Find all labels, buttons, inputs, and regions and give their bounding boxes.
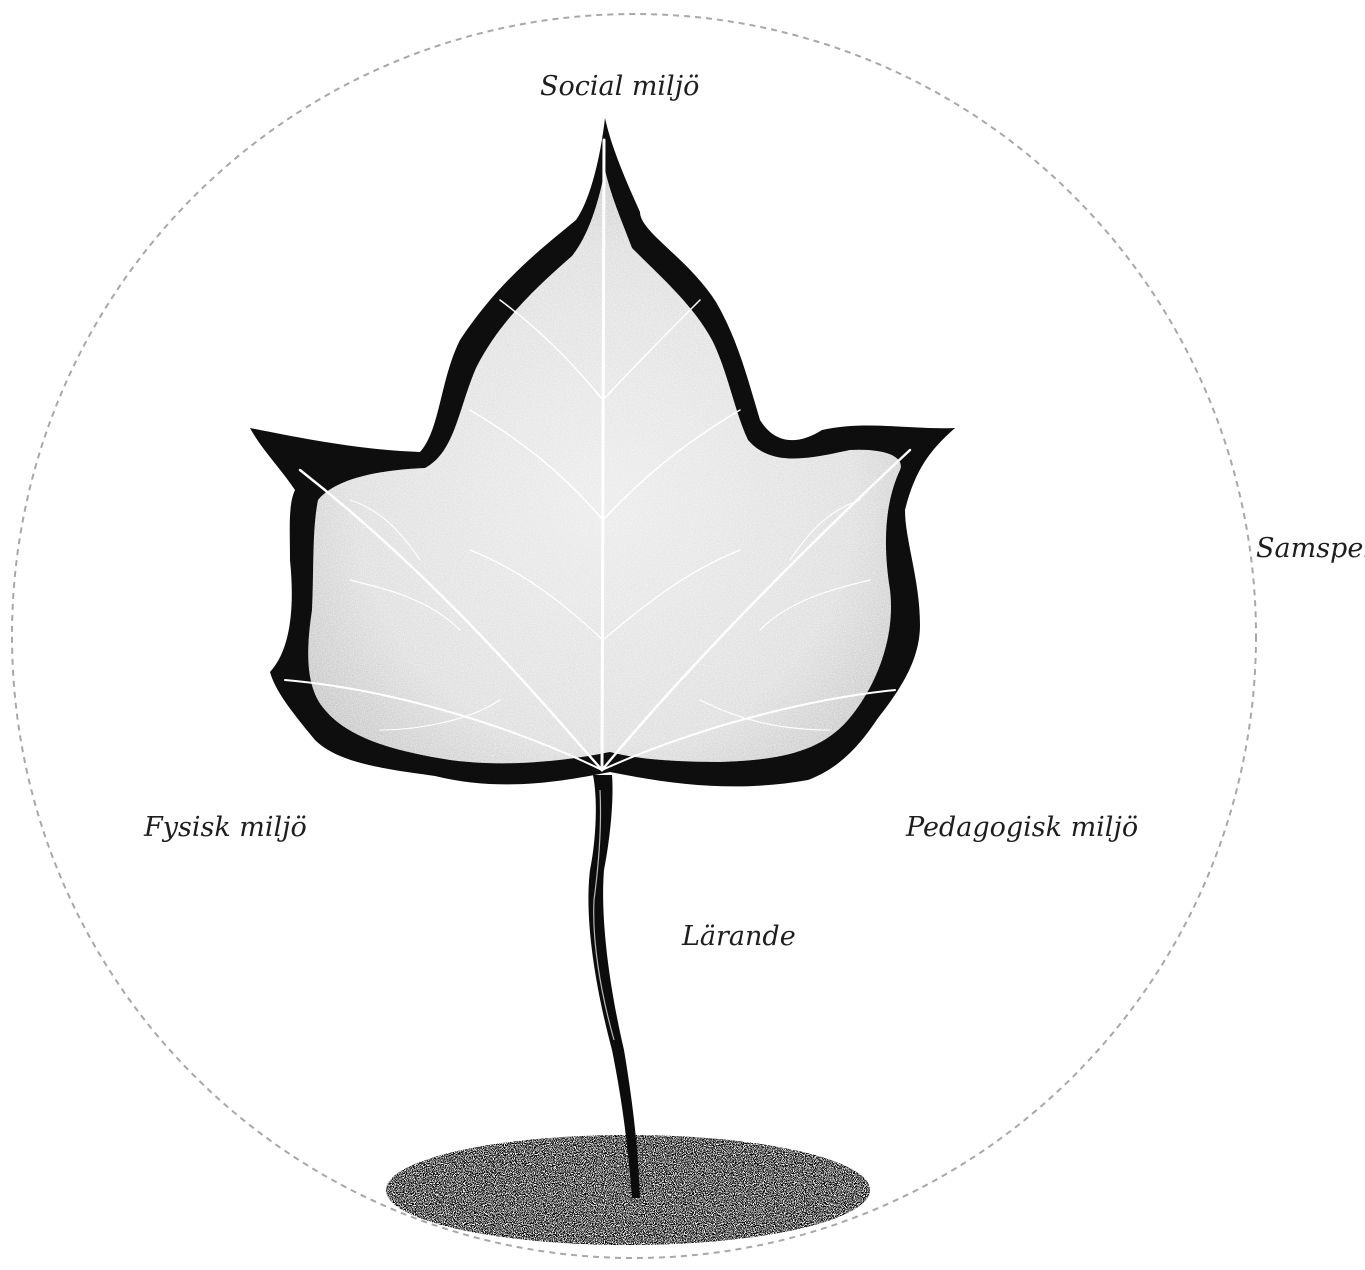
label-pedagogisk-miljo: Pedagogisk miljö [906, 814, 1138, 841]
ivy-leaf [250, 118, 955, 1198]
label-social-miljo: Social miljö [540, 73, 699, 100]
label-fysisk-miljo: Fysisk miljö [144, 814, 307, 841]
label-larande: Lärande [682, 923, 796, 950]
label-samspel: Samspel [1256, 535, 1365, 562]
leaf-stem [588, 775, 640, 1198]
